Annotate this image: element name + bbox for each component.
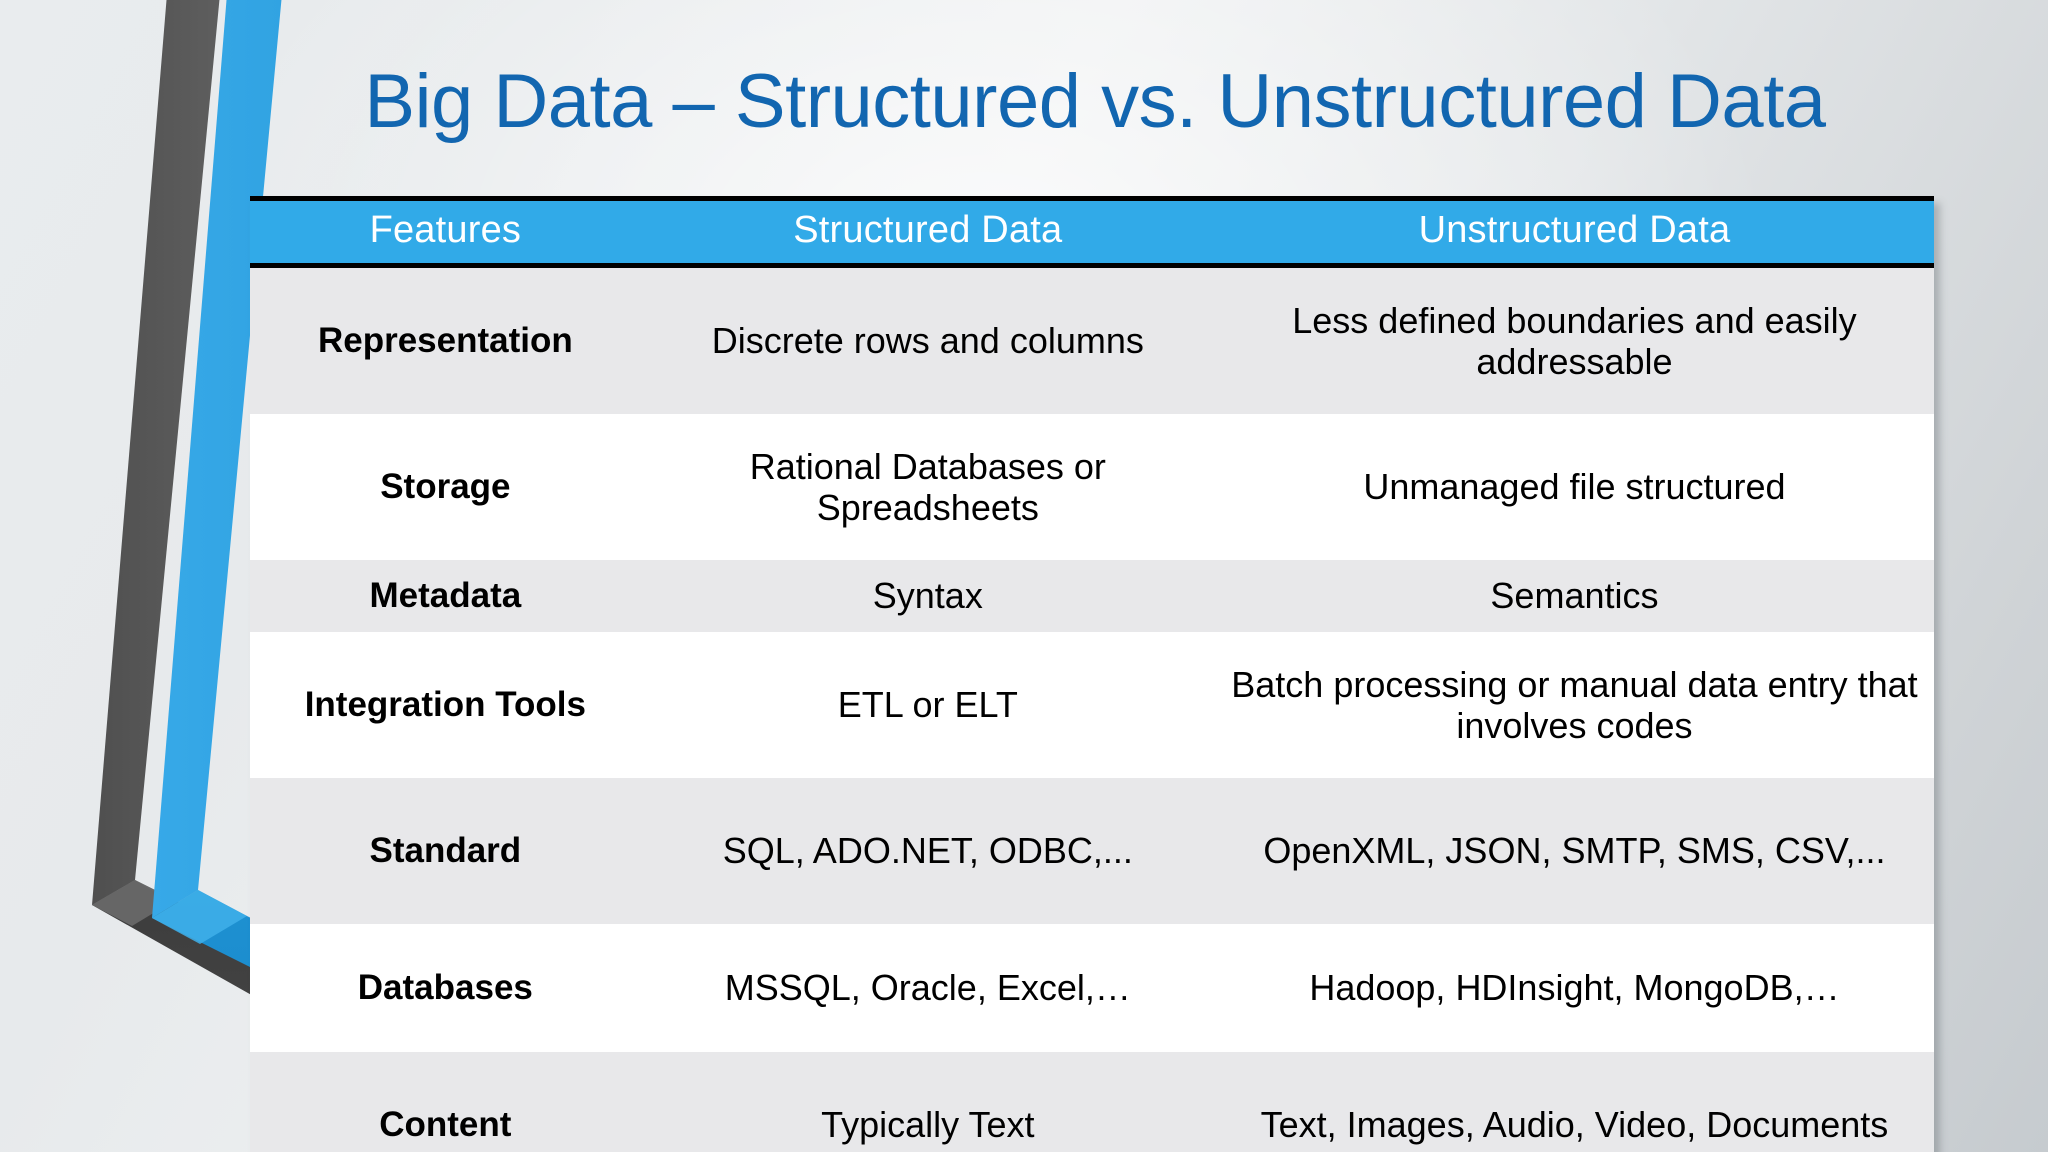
table-row: Integration Tools ETL or ELT Batch proce… bbox=[250, 631, 1934, 778]
comparison-table: Features Structured Data Unstructured Da… bbox=[250, 196, 1934, 1152]
table-body: Representation Discrete rows and columns… bbox=[250, 265, 1934, 1152]
table-row: Representation Discrete rows and columns… bbox=[250, 265, 1934, 414]
table-header-row: Features Structured Data Unstructured Da… bbox=[250, 196, 1934, 268]
cell-unstructured: OpenXML, JSON, SMTP, SMS, CSV,... bbox=[1214, 777, 1934, 924]
cell-feature: Storage bbox=[250, 413, 641, 560]
cell-feature: Standard bbox=[250, 777, 641, 924]
table-row: Storage Rational Databases or Spreadshee… bbox=[250, 413, 1934, 560]
cell-feature: Metadata bbox=[250, 559, 641, 632]
cell-feature: Content bbox=[250, 1051, 641, 1152]
cell-unstructured: Batch processing or manual data entry th… bbox=[1214, 631, 1934, 778]
column-header-unstructured: Unstructured Data bbox=[1214, 196, 1934, 268]
cell-unstructured: Less defined boundaries and easily addre… bbox=[1214, 265, 1934, 414]
table-row: Metadata Syntax Semantics bbox=[250, 559, 1934, 632]
table-row: Databases MSSQL, Oracle, Excel,… Hadoop,… bbox=[250, 923, 1934, 1052]
column-header-structured: Structured Data bbox=[640, 196, 1215, 268]
comparison-table-container: Features Structured Data Unstructured Da… bbox=[250, 196, 1934, 1152]
column-header-features: Features bbox=[250, 196, 641, 268]
cell-unstructured: Unmanaged file structured bbox=[1214, 413, 1934, 560]
cell-unstructured: Semantics bbox=[1214, 559, 1934, 632]
cell-structured: Typically Text bbox=[640, 1051, 1215, 1152]
cell-structured: MSSQL, Oracle, Excel,… bbox=[640, 923, 1215, 1052]
cell-feature: Integration Tools bbox=[250, 631, 641, 778]
cell-unstructured: Text, Images, Audio, Video, Documents bbox=[1214, 1051, 1934, 1152]
table-row: Standard SQL, ADO.NET, ODBC,... OpenXML,… bbox=[250, 777, 1934, 924]
cell-structured: Syntax bbox=[640, 559, 1215, 632]
cell-unstructured: Hadoop, HDInsight, MongoDB,… bbox=[1214, 923, 1934, 1052]
page-title: Big Data – Structured vs. Unstructured D… bbox=[364, 59, 1826, 144]
cell-structured: ETL or ELT bbox=[640, 631, 1215, 778]
cell-feature: Representation bbox=[250, 265, 641, 414]
cell-structured: Rational Databases or Spreadsheets bbox=[640, 413, 1215, 560]
cell-structured: Discrete rows and columns bbox=[640, 265, 1215, 414]
cell-feature: Databases bbox=[250, 923, 641, 1052]
table-header: Features Structured Data Unstructured Da… bbox=[250, 196, 1934, 268]
table-row: Content Typically Text Text, Images, Aud… bbox=[250, 1051, 1934, 1152]
cell-structured: SQL, ADO.NET, ODBC,... bbox=[640, 777, 1215, 924]
